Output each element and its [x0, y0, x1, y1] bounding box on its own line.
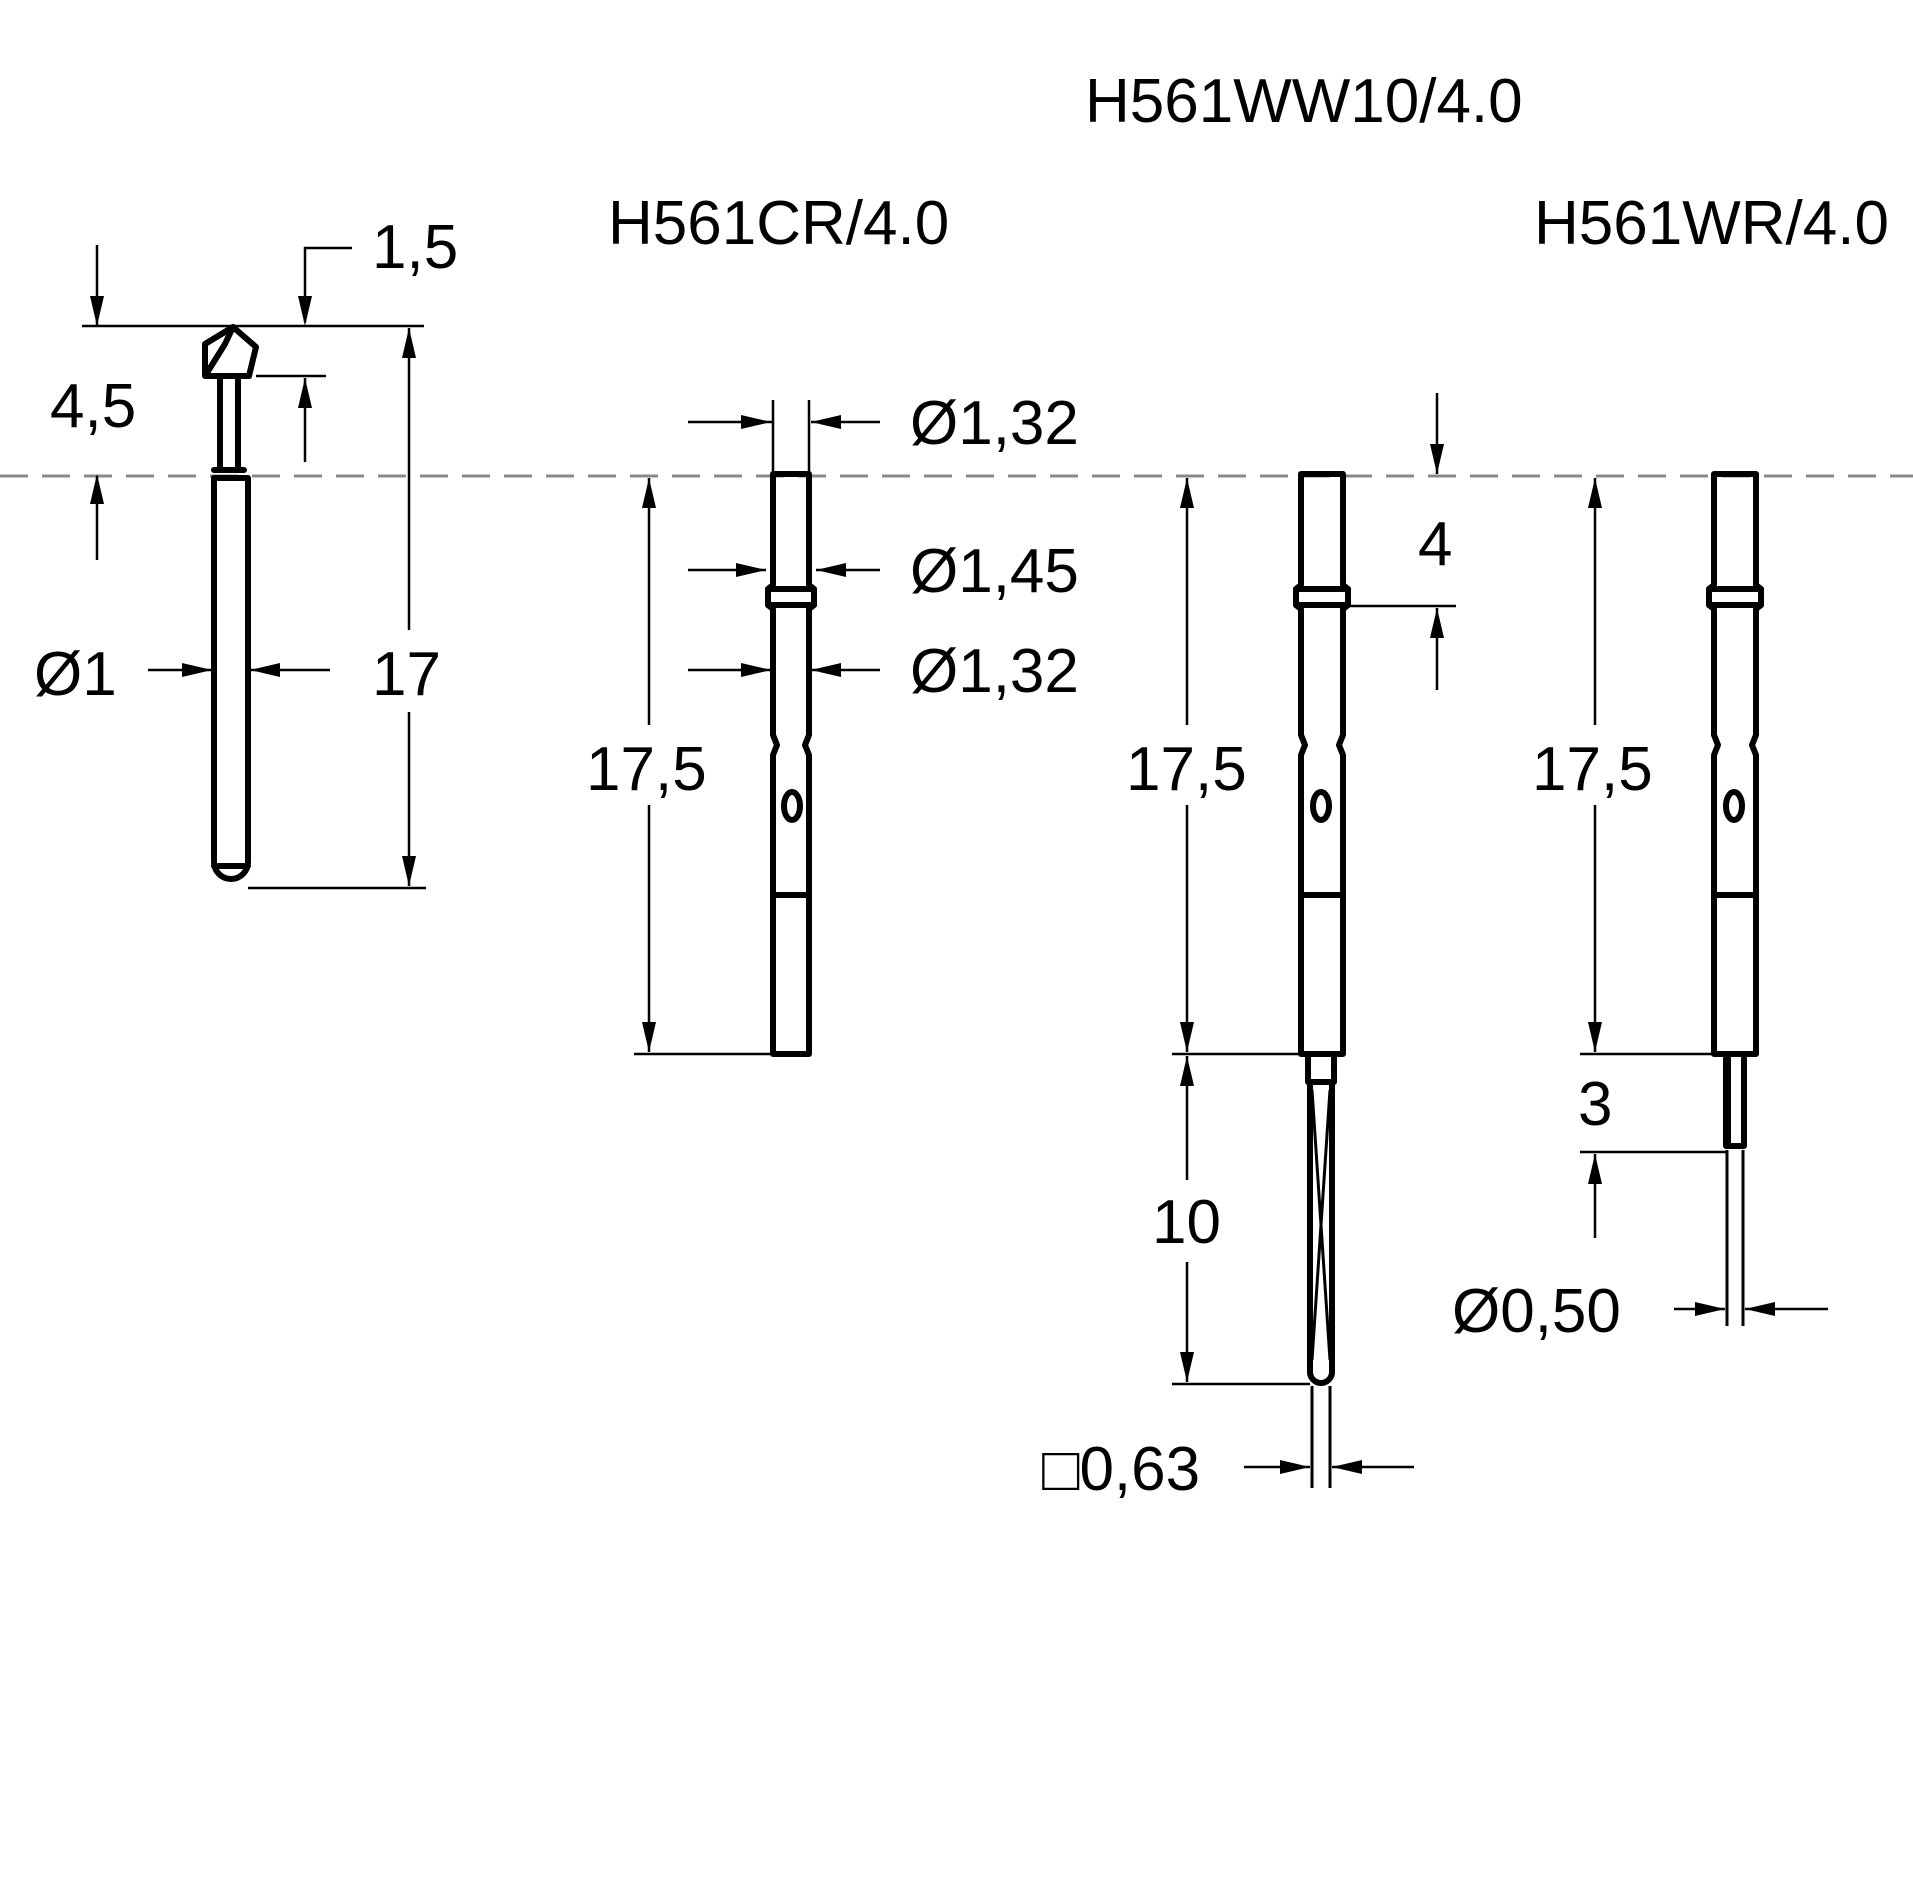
part-label-wr: H561WR/4.0	[1534, 189, 1889, 258]
dim-plunger-dia	[148, 663, 330, 677]
dim-ww-tail-sq-label: □0,63	[1042, 1435, 1200, 1504]
dim-wr-tail-len	[1580, 1150, 1727, 1238]
receptacle-ww	[1293, 471, 1351, 1488]
dim-ww-collar-pos-label: 4	[1418, 510, 1452, 579]
plunger-crown	[202, 324, 259, 379]
dim-head-height	[90, 374, 326, 560]
plunger	[202, 324, 259, 882]
dim-wr-wire-dia	[1674, 1302, 1828, 1316]
dim-head-height-label: 4,5	[50, 372, 136, 441]
dim-plunger-dia-label: Ø1	[34, 640, 117, 709]
dim-ww-len	[1172, 478, 1301, 1056]
part-label-cr: H561CR/4.0	[608, 189, 949, 258]
dim-ww-tail-len-label: 10	[1152, 1188, 1221, 1257]
dim-head-width	[82, 245, 424, 328]
dim-wr-len-label: 17,5	[1532, 735, 1653, 804]
dim-ww-tail-sq	[1244, 1460, 1414, 1474]
dim-plunger-len	[248, 328, 426, 890]
dim-wr-tail-len-label: 3	[1578, 1070, 1612, 1139]
dim-cr-body-dia-label: Ø1,32	[910, 637, 1079, 706]
dim-head-width-label: 1,5	[372, 213, 458, 282]
plunger-body	[211, 475, 251, 882]
part-label-ww: H561WW10/4.0	[1085, 67, 1523, 136]
dim-ww-tail-len	[1172, 1056, 1310, 1386]
dim-cr-collar-dia-label: Ø1,45	[910, 537, 1079, 606]
dim-wr-len	[1580, 478, 1714, 1056]
dim-cr-top-dia	[688, 400, 880, 474]
receptacle-wr	[1706, 471, 1764, 1326]
dim-ww-collar-pos	[1348, 393, 1456, 690]
dim-plunger-len-label: 17	[372, 640, 441, 709]
dim-cr-body-dia	[688, 663, 880, 677]
receptacle-cr	[765, 471, 817, 1057]
plunger-neck	[211, 375, 247, 473]
dim-cr-len	[634, 478, 773, 1056]
dim-ww-len-label: 17,5	[1126, 735, 1247, 804]
dim-cr-len-label: 17,5	[586, 735, 707, 804]
dim-cr-top-dia-label: Ø1,32	[910, 389, 1079, 458]
dim-wr-wire-dia-label: Ø0,50	[1452, 1277, 1621, 1346]
dim-cr-collar-dia	[688, 563, 880, 577]
